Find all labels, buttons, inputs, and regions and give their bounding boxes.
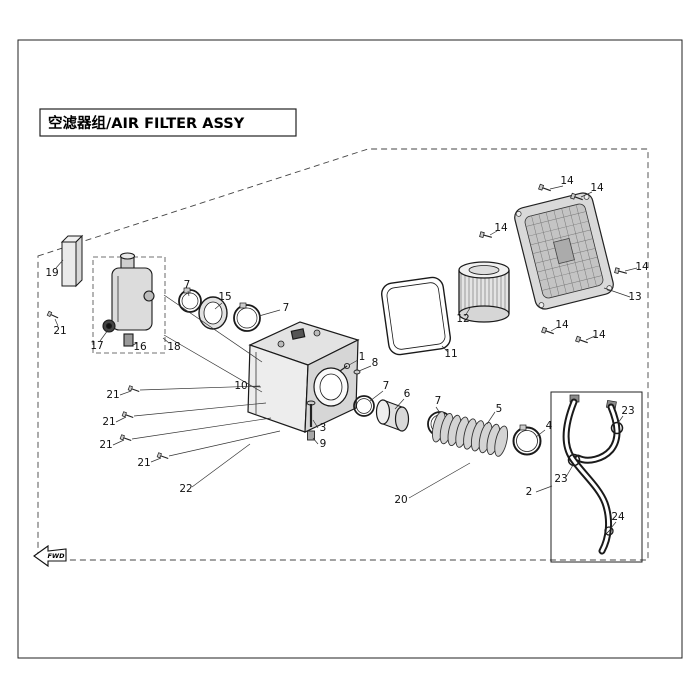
part-resonator-16-17-18 [102, 252, 155, 347]
callout-14-1: 14 [560, 175, 574, 187]
callout-18: 18 [167, 341, 180, 353]
callout-3: 3 [320, 422, 327, 434]
part-3-9-pin [306, 400, 316, 441]
callout-14-5: 14 [555, 319, 569, 331]
part-7-clamp-a [178, 287, 202, 313]
part-10-housing [247, 321, 360, 433]
callout-21-3: 21 [102, 416, 115, 428]
callout-21-5: 21 [137, 457, 150, 469]
part-6-tube [375, 399, 410, 432]
part-2-hose [562, 394, 621, 555]
part-4-clamp [512, 424, 542, 456]
callout-21-4: 21 [99, 439, 112, 451]
callout-2: 2 [526, 486, 533, 498]
part-11-gasket [381, 276, 451, 356]
callout-5: 5 [496, 403, 503, 415]
callout-16: 16 [133, 341, 147, 353]
page-title: 空滤器组/AIR FILTER ASSY [48, 114, 245, 132]
part-24-clip [604, 526, 614, 536]
leader-lines [54, 185, 638, 529]
callout-7-1: 7 [184, 279, 191, 291]
callout-8: 8 [372, 357, 379, 369]
callout-labels: 19 21 17 16 18 7 15 7 10 1 8 7 6 7 5 4 3… [45, 175, 649, 523]
callout-23-2: 23 [554, 473, 567, 485]
title-box: 空滤器组/AIR FILTER ASSY [39, 108, 297, 137]
callout-21-2: 21 [106, 389, 119, 401]
callout-7-2: 7 [283, 302, 290, 314]
callout-24: 24 [611, 511, 625, 523]
callout-19: 19 [45, 267, 58, 279]
callout-9: 9 [320, 438, 327, 450]
callout-12: 12 [456, 313, 469, 325]
part-12-filter-element [458, 261, 510, 323]
callout-10: 10 [234, 380, 247, 392]
callout-7-3: 7 [383, 380, 390, 392]
callout-21-1: 21 [53, 325, 66, 337]
fwd-label: FWD [47, 552, 65, 560]
callout-20: 20 [394, 494, 407, 506]
part-13-cover [514, 192, 614, 310]
fwd-arrow-icon [33, 544, 67, 568]
callout-15: 15 [218, 291, 231, 303]
fwd-marker: FWD [33, 544, 67, 568]
callout-7-4: 7 [435, 395, 442, 407]
part-5-corrugated-hose [431, 411, 509, 457]
part-1-8-bolts [339, 362, 361, 375]
callout-14-3: 14 [494, 222, 508, 234]
callout-17: 17 [90, 340, 103, 352]
part-23-clamps [567, 421, 624, 467]
callout-23-1: 23 [621, 405, 634, 417]
callout-14-6: 14 [592, 329, 606, 341]
callout-13: 13 [628, 291, 641, 303]
hose-detail-box [550, 391, 643, 563]
callout-11: 11 [444, 348, 457, 360]
callout-22: 22 [179, 483, 192, 495]
part-7-clamp-c [353, 395, 375, 417]
callout-4: 4 [546, 420, 553, 432]
callout-6: 6 [404, 388, 411, 400]
part-19-foam [60, 234, 84, 288]
callout-14-2: 14 [590, 182, 604, 194]
callout-14-4: 14 [635, 261, 649, 273]
part-14-screws [479, 183, 627, 344]
callout-1: 1 [359, 351, 366, 363]
diagram-boundary [37, 148, 649, 561]
page-border [17, 39, 683, 659]
part-21-screws [46, 310, 169, 460]
part-7-clamp-b [233, 302, 261, 332]
